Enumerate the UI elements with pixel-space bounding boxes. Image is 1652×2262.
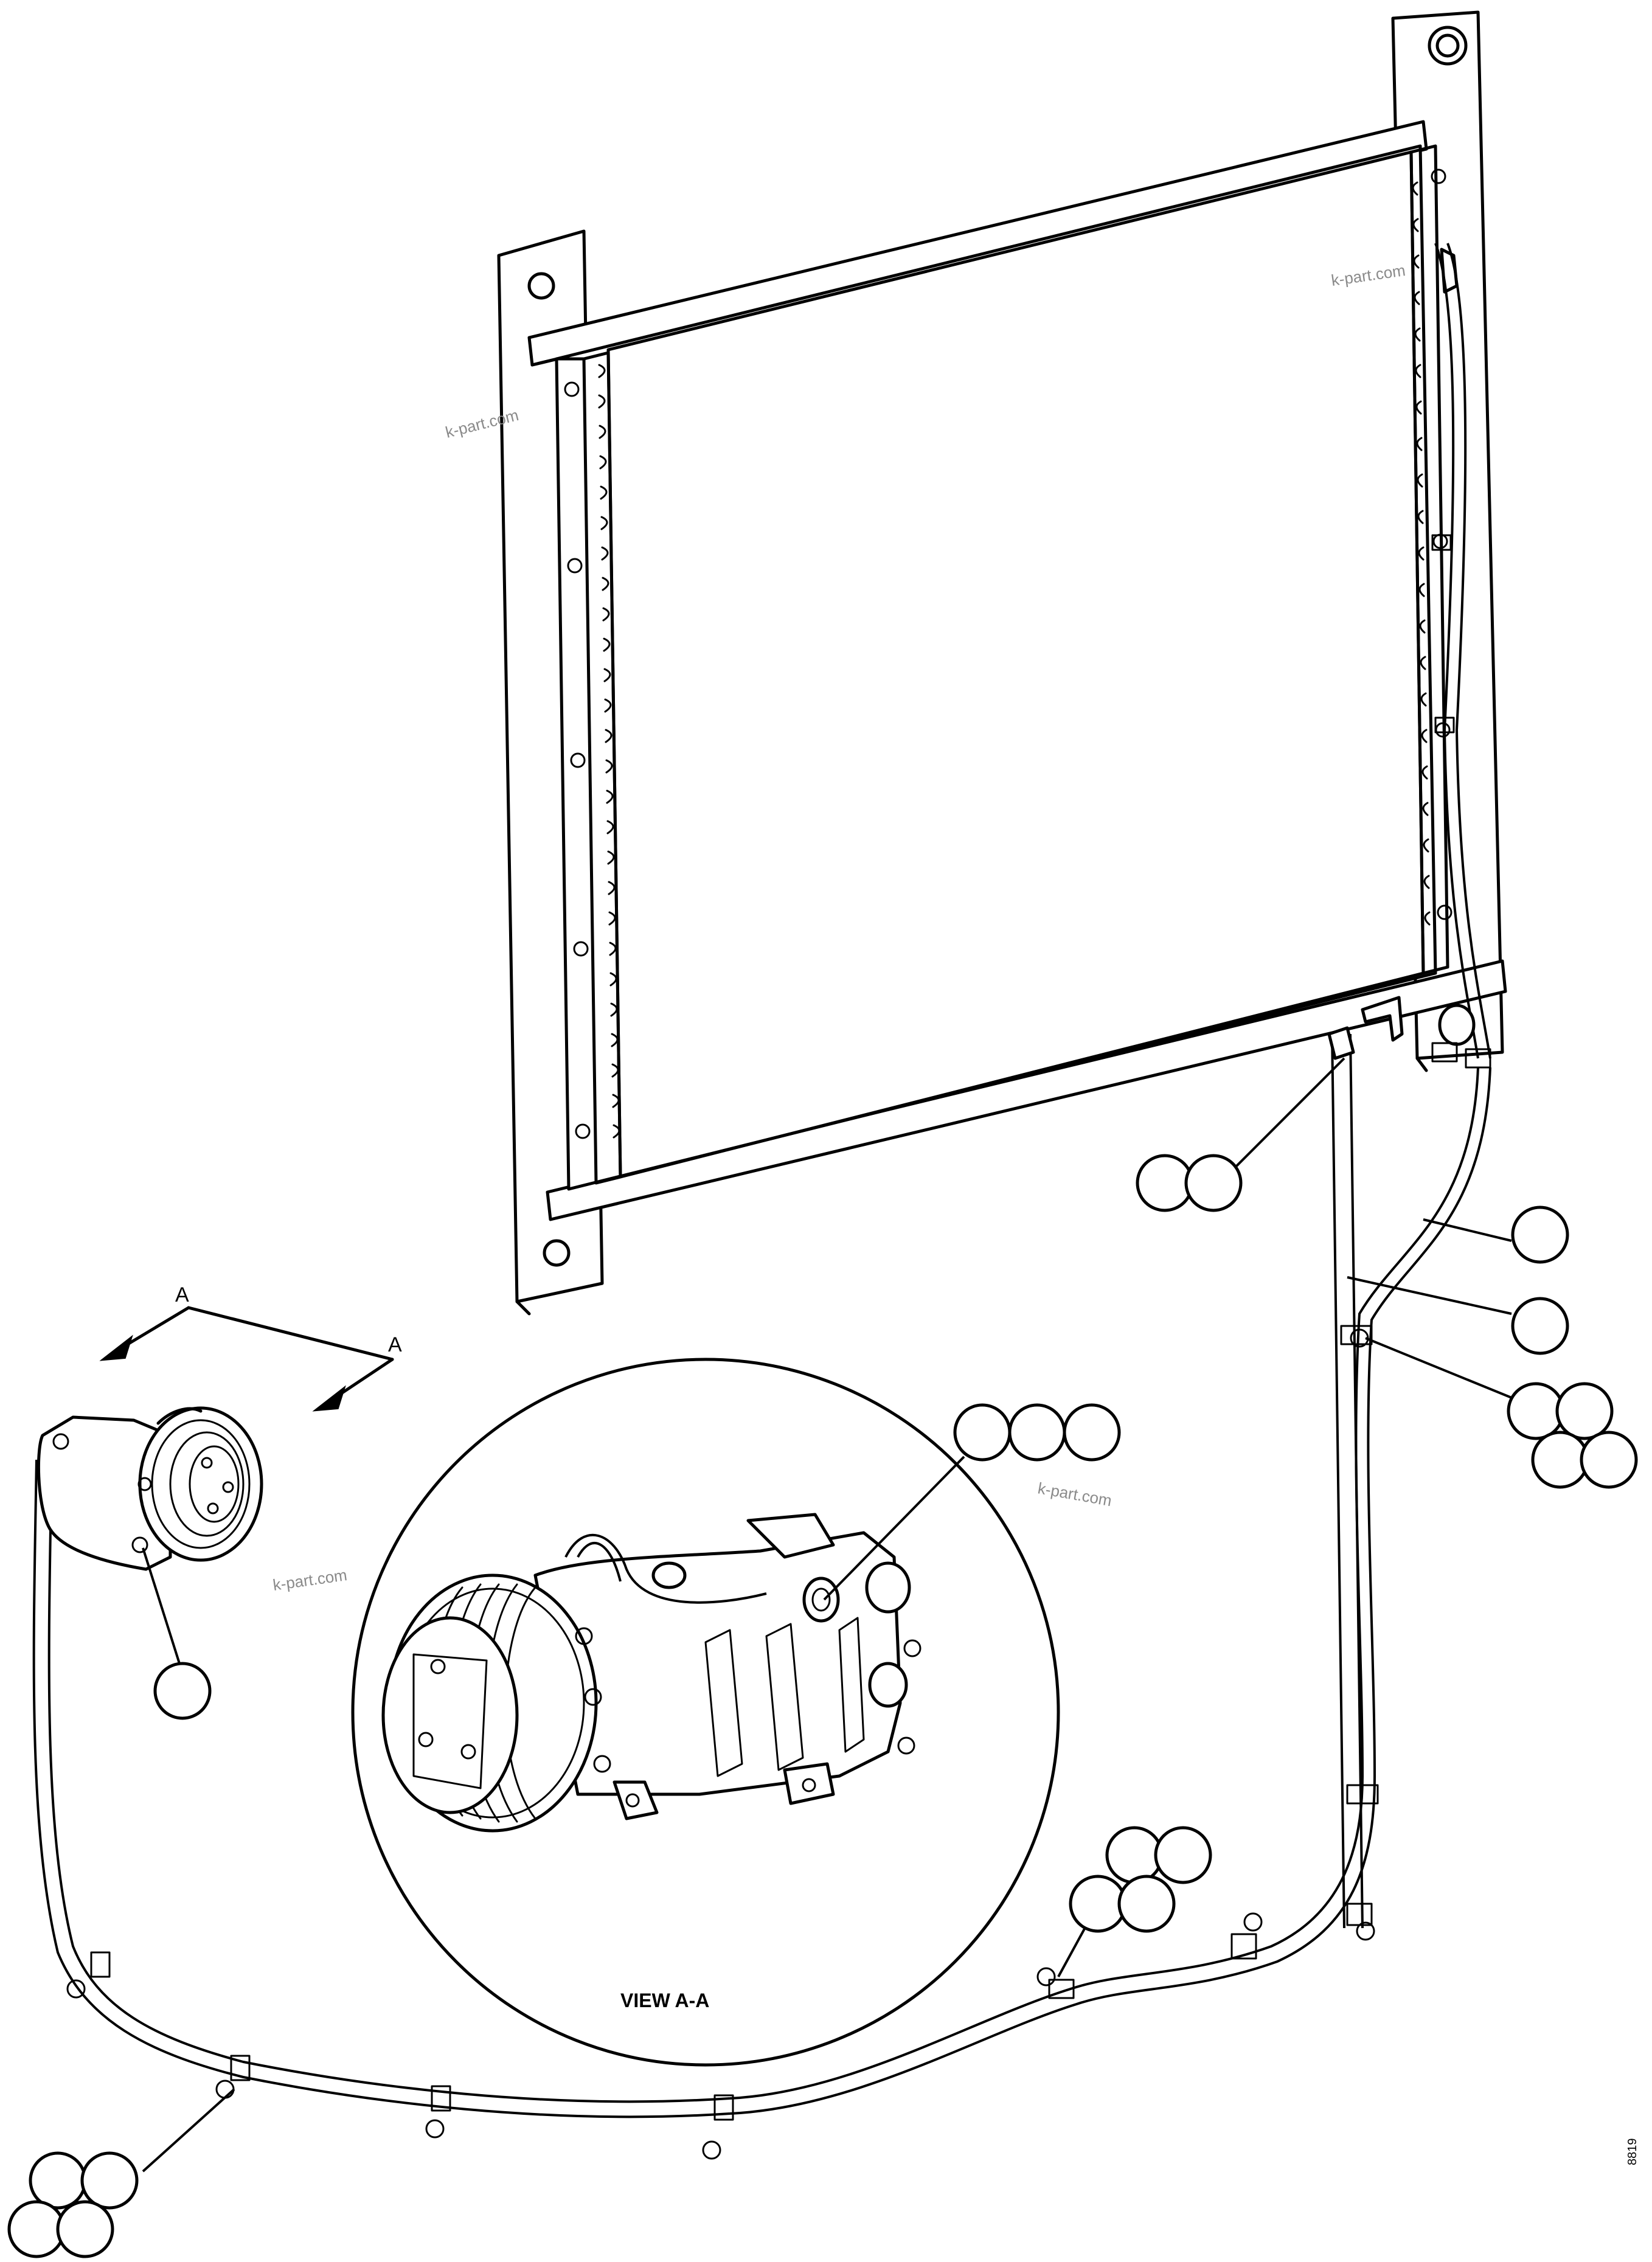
callout-bubble: [1136, 1154, 1194, 1212]
section-arrows: [99, 1306, 394, 1412]
watermark: k-part.com: [272, 1566, 349, 1594]
view-a-a-detail: [351, 1358, 1060, 2067]
callout-bubble: [1511, 1206, 1569, 1264]
callout-bubble: [153, 1662, 212, 1720]
callout-bubble: [1063, 1403, 1121, 1462]
callout-bubble: [1511, 1297, 1569, 1355]
callouts-lower-clamp: [7, 2151, 139, 2258]
condenser-hose: [1361, 243, 1491, 1069]
callouts-hoses: [1511, 1206, 1569, 1355]
callout-bubble: [1154, 1826, 1212, 1884]
compressor-small: [36, 1406, 263, 1571]
section-label-left: A: [175, 1283, 189, 1306]
section-label-right: A: [388, 1333, 402, 1356]
leader-lines: [142, 1057, 1515, 2173]
callout-bubble: [7, 2200, 66, 2258]
callouts-compressor: [153, 1662, 212, 1720]
callout-bubble: [1507, 1382, 1565, 1440]
refrigerant-hoses: [32, 1026, 1491, 2160]
callout-bubble: [1184, 1154, 1243, 1212]
callout-bubble: [1531, 1431, 1589, 1489]
callout-bubble: [1105, 1826, 1164, 1884]
callout-bubble: [1069, 1875, 1127, 1933]
callout-bubble: [1580, 1431, 1638, 1489]
right-tube-bends: [1412, 168, 1452, 926]
callout-bubble: [1008, 1403, 1066, 1462]
callout-bubble: [80, 2151, 139, 2210]
callout-bubble: [953, 1403, 1012, 1462]
callout-bubble: [1117, 1875, 1176, 1933]
sheet-id: 8819: [1626, 2139, 1639, 2166]
condenser-frame: [497, 10, 1507, 1316]
view-title: VIEW A-A: [620, 1990, 709, 2011]
watermark: k-part.com: [1036, 1479, 1113, 1510]
callout-bubble: [29, 2151, 87, 2210]
callouts-hose-clamp: [1507, 1382, 1638, 1489]
callouts-condenser-bracket: [1136, 1154, 1243, 1212]
callouts-mid-clamp: [1069, 1826, 1212, 1933]
callouts-compressor-view: [953, 1403, 1121, 1462]
left-tube-bends: [564, 364, 620, 1139]
callout-bubble: [56, 2200, 114, 2258]
callout-bubble: [1555, 1382, 1614, 1440]
